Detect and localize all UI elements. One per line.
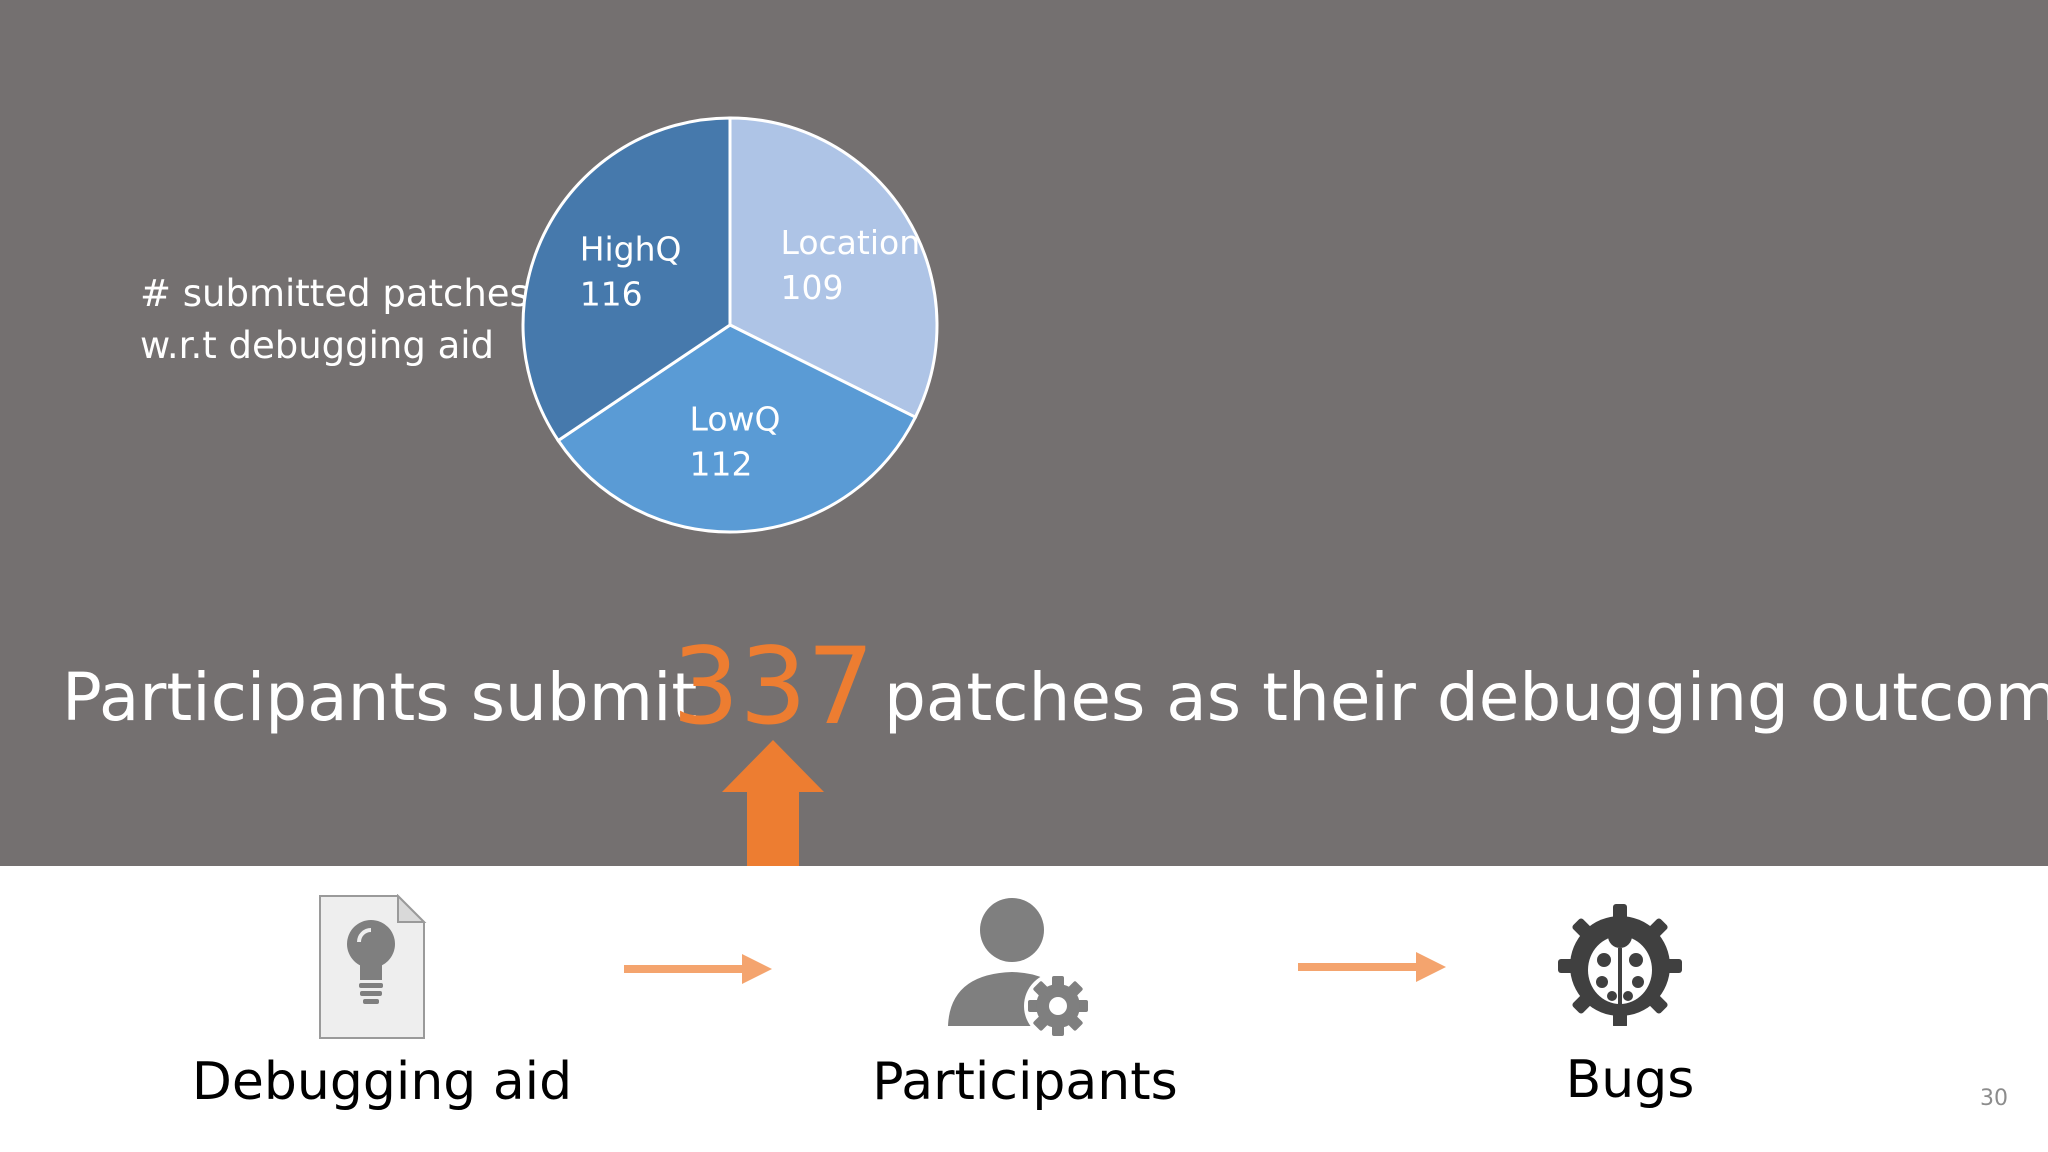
user-gear-icon	[948, 898, 1092, 1038]
flow-label-participants: Participants	[872, 1052, 1178, 1112]
lightbulb-document-icon	[319, 894, 427, 1039]
flow-label-debugging-aid: Debugging aid	[191, 1052, 573, 1112]
chart-caption: # submitted patches w.r.t debugging aid	[140, 268, 529, 372]
pie-slice-lowq	[556, 323, 918, 534]
headline-text-after: patches as their debugging outcome	[884, 659, 2048, 736]
pie-slice-location	[728, 116, 939, 420]
slice-label-highq: HighQ	[580, 230, 682, 269]
slice-value-location: 109	[781, 268, 844, 307]
headline: Participants submit 337 patches as their…	[62, 620, 2048, 760]
slice-value-lowq: 112	[690, 445, 753, 484]
page-number: 30	[1980, 1086, 2008, 1111]
chart-caption-line-1: # submitted patches	[140, 272, 529, 315]
flow-arrow-2	[1298, 952, 1446, 982]
headline-text-before: Participants submit	[62, 659, 698, 736]
flow-arrow-1	[624, 954, 772, 984]
up-arrow	[722, 740, 824, 866]
chart-caption-line-2: w.r.t debugging aid	[140, 324, 495, 367]
flow-label-bugs: Bugs	[1565, 1050, 1695, 1110]
patch-count: 337	[672, 625, 875, 748]
chart-panel	[0, 0, 2048, 866]
slice-label-location: Location	[781, 223, 921, 262]
ladybug-gear-icon	[1558, 904, 1682, 1026]
slice-value-highq: 116	[580, 275, 643, 314]
slice-label-lowq: LowQ	[690, 400, 781, 439]
pie-slice-highq	[521, 116, 732, 443]
